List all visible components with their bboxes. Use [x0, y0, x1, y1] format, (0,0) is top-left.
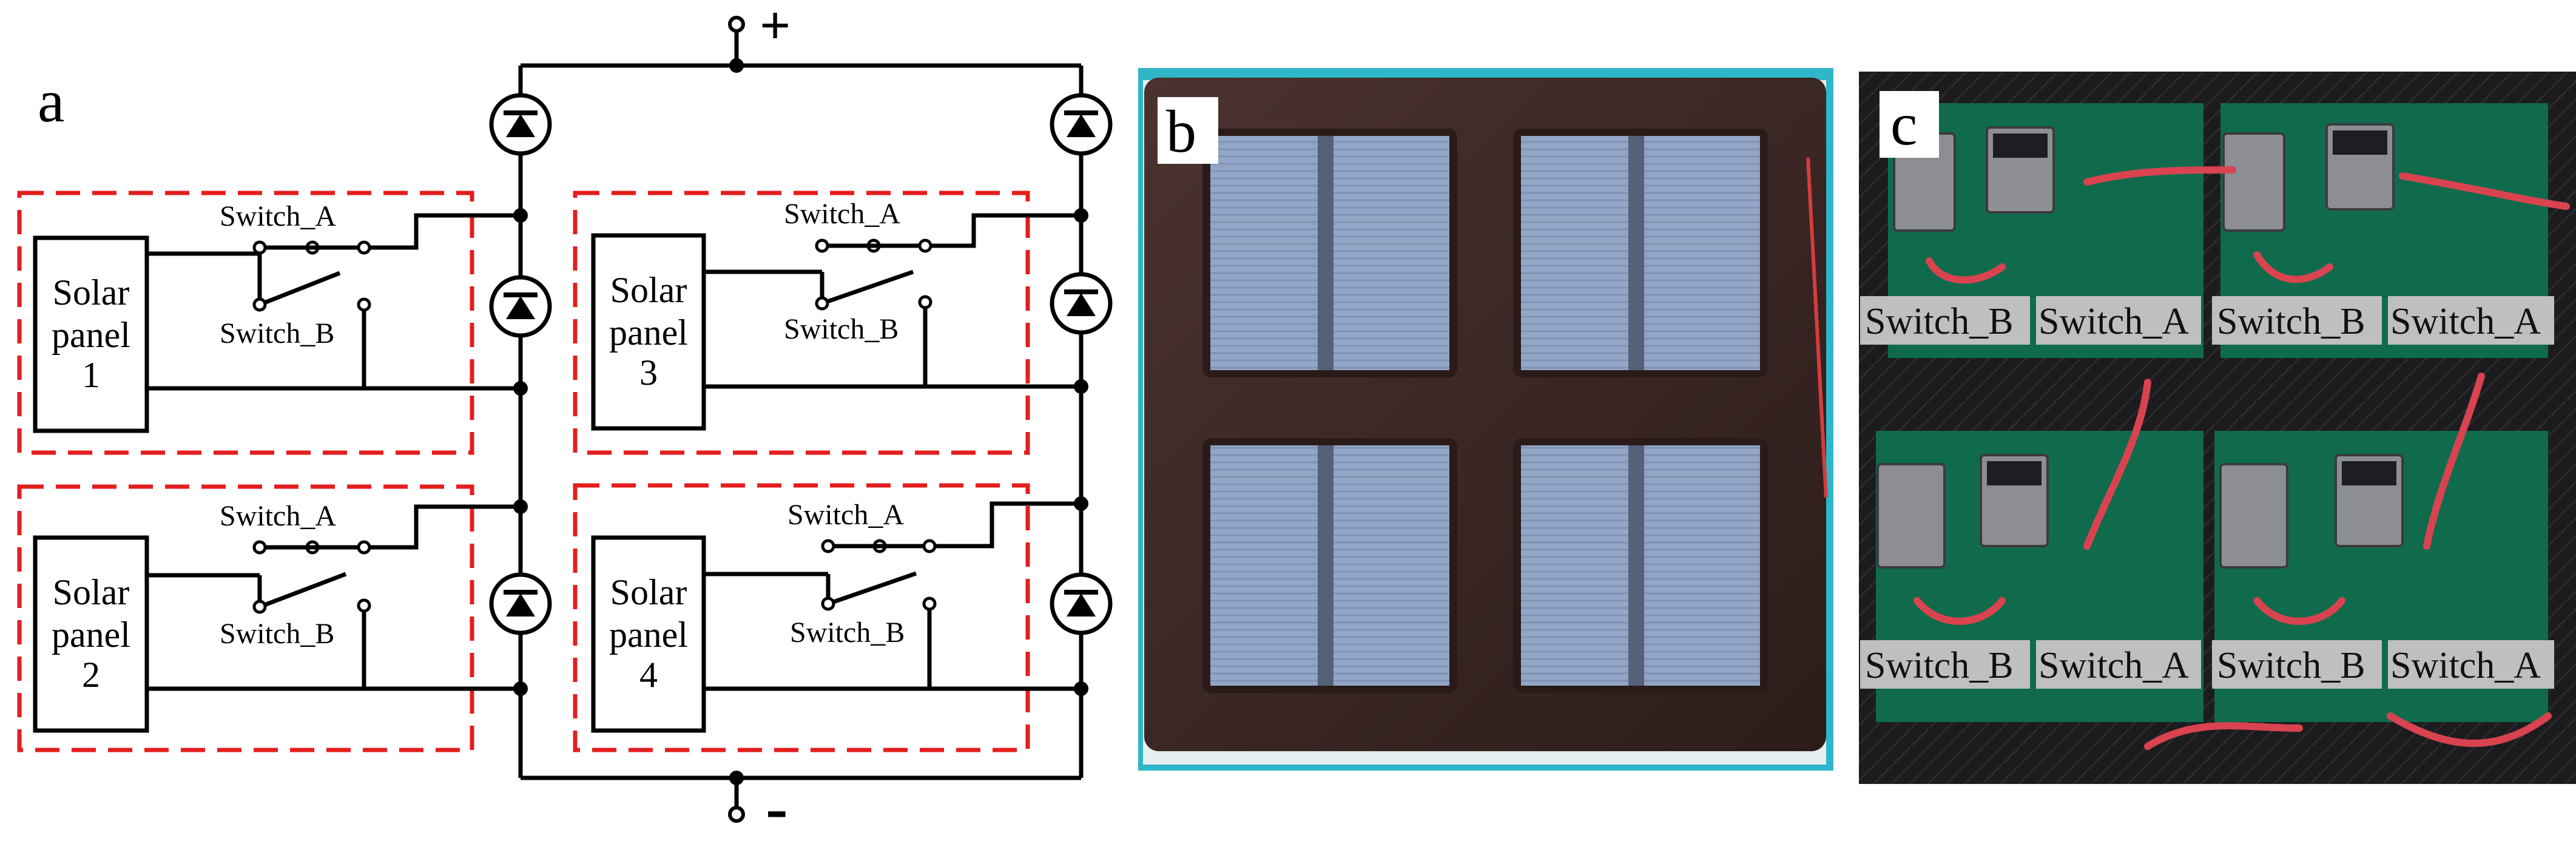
module-3-line2: panel: [609, 312, 688, 353]
module-4-switch-a: Switch_A: [787, 499, 904, 531]
module-1: Solar panel 1 Switch_A Switch_B: [17, 191, 521, 455]
module-2: Solar panel 2 Switch_A Switch_B: [17, 484, 521, 752]
module-3-line3: 3: [639, 353, 658, 393]
photo-label-3: Switch_B: [2217, 301, 2365, 342]
bypass-diode-left-3: [489, 572, 552, 635]
photo-label-1: Switch_B: [1865, 301, 2014, 342]
switch-wiring-photo: Switch_B Switch_A Switch_B Switch_A Swit…: [1859, 72, 2576, 784]
bypass-diode-right-1: [1050, 93, 1113, 156]
photo-label-7: Switch_B: [2217, 645, 2365, 686]
panel-a-letter: a: [38, 67, 64, 135]
photo-label-overlays: Switch_B Switch_A Switch_B Switch_A Swit…: [1860, 296, 2554, 689]
solar-cell-3: [1202, 438, 1457, 693]
module-2-line2: panel: [52, 615, 130, 655]
panel-b-letter: b: [1166, 98, 1196, 165]
module-1-switch-a: Switch_A: [220, 200, 336, 232]
solar-cell-4: [1513, 438, 1768, 693]
module-4-switch-b: Switch_B: [790, 616, 905, 649]
module-4-line3: 4: [639, 655, 658, 695]
module-1-line2: panel: [52, 315, 130, 355]
minus-terminal: [728, 806, 745, 823]
module-2-switch-b: Switch_B: [220, 618, 334, 650]
photo-label-2: Switch_A: [2038, 301, 2189, 342]
module-1-line3: 1: [82, 355, 100, 395]
minus-sign: -: [766, 771, 788, 841]
photo-label-8: Switch_A: [2390, 645, 2541, 686]
panel-c-letter: c: [1890, 90, 1917, 158]
solar-array-photo: b: [1138, 68, 1833, 771]
module-2-switch-a: Switch_A: [220, 500, 336, 532]
module-3-switch-a: Switch_A: [784, 198, 900, 230]
photo-label-6: Switch_A: [2038, 645, 2189, 686]
bypass-diode-right-3: [1050, 572, 1113, 635]
module-4-line2: panel: [609, 615, 688, 655]
solar-cell-1: [1202, 129, 1457, 377]
module-3-line1: Solar: [610, 270, 687, 310]
module-3-switch-b: Switch_B: [784, 313, 899, 345]
photo-label-4: Switch_A: [2390, 301, 2541, 342]
module-1-line1: Solar: [53, 272, 130, 312]
plus-sign: +: [760, 0, 791, 56]
module-2-line1: Solar: [53, 572, 130, 612]
bypass-diode-left-2: [489, 275, 552, 338]
bypass-diode-left-1: [489, 93, 552, 156]
module-3: Solar panel 3 Switch_A Switch_B: [573, 191, 1081, 455]
photo-label-5: Switch_B: [1865, 645, 2014, 686]
module-1-switch-b: Switch_B: [220, 317, 334, 350]
bypass-diode-right-2: [1050, 272, 1113, 335]
circuit-diagram: a + -: [17, 0, 1113, 841]
module-4: Solar panel 4 Switch_A Switch_B: [573, 483, 1081, 752]
module-2-line3: 2: [82, 655, 100, 695]
plus-terminal: [728, 16, 745, 33]
module-4-line1: Solar: [610, 572, 687, 612]
solar-cell-2: [1513, 129, 1768, 377]
